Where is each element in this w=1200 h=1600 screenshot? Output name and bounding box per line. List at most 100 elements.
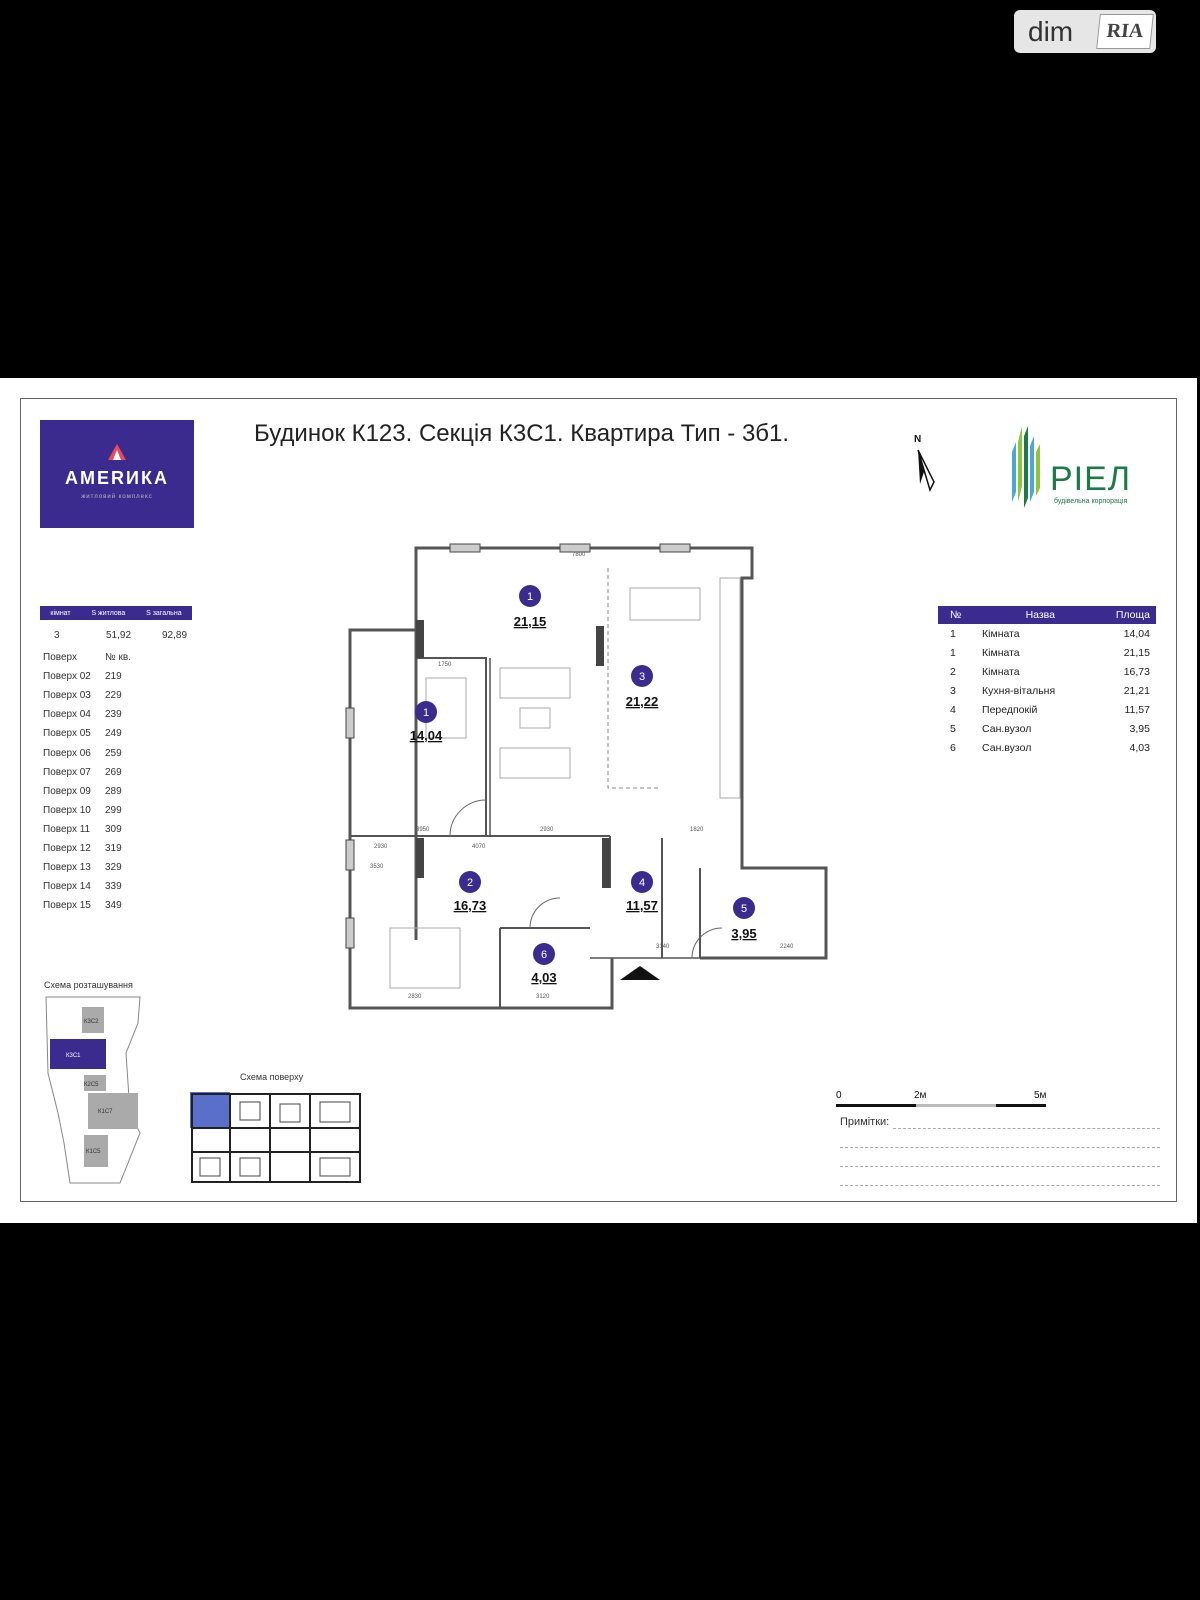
floor-name: Поверх 11 [43, 823, 91, 835]
room-badge: 3 21,22 [626, 665, 659, 709]
room-badge: 6 4,03 [531, 943, 557, 985]
room-badge-num: 5 [741, 903, 747, 915]
floor-name: Поверх 14 [43, 881, 91, 893]
block-label: К2С5 [84, 1082, 99, 1088]
summary-header-total: S загальна [146, 609, 182, 617]
room-area: 4,03 [1129, 741, 1150, 754]
dim-label: 2830 [408, 994, 422, 1000]
note-line [840, 1148, 1160, 1167]
floor-scheme [190, 1092, 361, 1183]
room-badge-area: 16,73 [454, 898, 487, 913]
riel-bars-icon [1012, 426, 1040, 508]
dim-label: 3140 [656, 944, 670, 950]
room-badge-num: 6 [541, 949, 547, 961]
room-num: 6 [950, 741, 956, 754]
room-header-num: № [950, 609, 962, 621]
dim-label: 7800 [572, 552, 586, 558]
dim-label: 2240 [780, 944, 794, 950]
room-badge: 5 3,95 [731, 897, 757, 941]
room-num: 3 [950, 684, 956, 697]
room-badge-num: 1 [527, 591, 533, 603]
floor-scheme-label: Схема поверху [240, 1072, 304, 1082]
apt-number: 219 [105, 671, 122, 683]
floor-plan-sheet: АМЕRИКА житловий комплекс Будинок К123. … [0, 378, 1197, 1223]
room-table-header: № Назва Площа [938, 606, 1156, 624]
floor-name: Поверх 04 [43, 709, 91, 721]
apt-number: 309 [105, 823, 122, 835]
riel-logo-name: РІЕЛ [1050, 460, 1132, 498]
location-scheme-label: Схема розташування [44, 980, 133, 990]
scale-bar: 0 2м 5м [836, 1084, 1056, 1124]
floor-name: Поверх 09 [43, 785, 91, 797]
room-area: 16,73 [1123, 665, 1150, 678]
block-label: К1С5 [86, 1149, 101, 1155]
dim-label: 2930 [374, 844, 388, 850]
room-badge-area: 3,95 [731, 926, 756, 941]
floor-row: Поверх 05 249 [43, 724, 131, 743]
sheet-frame [20, 398, 1177, 1202]
apt-number: 249 [105, 728, 122, 740]
room-num: 2 [950, 665, 956, 678]
floor-name: Поверх 15 [43, 900, 91, 912]
dim-label: 1820 [690, 827, 704, 833]
room-badge-area: 14,04 [410, 728, 443, 743]
floor-name: Поверх 12 [43, 842, 91, 854]
floor-name: Поверх 07 [43, 766, 91, 778]
north-label: N [914, 434, 922, 445]
room-name: Кімната [982, 627, 1020, 640]
room-badge-area: 4,03 [531, 970, 556, 985]
room-badge: 1 14,04 [410, 701, 443, 743]
summary-header-rooms: кімнат [50, 609, 71, 617]
room-header-name: Назва [1025, 609, 1055, 621]
room-area: 14,04 [1123, 627, 1150, 640]
room-num: 1 [950, 627, 956, 640]
summary-rooms-value: 3 [54, 630, 60, 641]
floor-name: Поверх 03 [43, 690, 91, 702]
room-badge-area: 11,57 [626, 898, 658, 913]
room-area: 21,15 [1123, 646, 1150, 659]
dim-label: 3120 [536, 994, 550, 1000]
summary-total-value: 92,89 [162, 630, 188, 641]
room-name: Передпокій [982, 703, 1038, 716]
floor-header-apt: № кв. [105, 652, 131, 664]
room-name: Кімната [982, 665, 1020, 678]
dim-label: 2930 [540, 827, 554, 833]
room-badge-area: 21,22 [626, 694, 659, 709]
room-name: Кімната [982, 646, 1020, 659]
floor-name: Поверх 02 [43, 671, 91, 683]
riel-logo-sub: будівельна корпорація [1054, 498, 1128, 505]
amerika-logo: АМЕRИКА житловий комплекс [40, 420, 194, 528]
floor-name: Поверх 05 [43, 728, 91, 740]
apt-number: 239 [105, 709, 122, 721]
riel-logo: РІЕЛ будівельна корпорація [1008, 422, 1158, 512]
room-badge-num: 4 [639, 877, 645, 889]
floor-name: Поверх 13 [43, 862, 91, 874]
room-area: 11,57 [1124, 703, 1150, 716]
room-badge: 2 16,73 [454, 871, 487, 913]
note-line [840, 1167, 1160, 1186]
note-line [893, 1116, 1160, 1129]
dim-label: 3530 [370, 864, 384, 870]
location-scheme: К3С2 К3С1 К2С5 К1С7 К1С5 [45, 996, 141, 1184]
block-label: К3С2 [84, 1019, 99, 1025]
table-row: 2 Кімната 16,73 [938, 662, 1156, 681]
room-area: 21,21 [1123, 684, 1150, 697]
block-label: К3С1 [66, 1053, 81, 1059]
notes-label: Примітки: [840, 1116, 890, 1128]
scale-mark: 0 [836, 1090, 842, 1101]
floor-row: Поверх 02 219 [43, 667, 131, 686]
floor-row: Поверх 11 309 [43, 820, 131, 839]
